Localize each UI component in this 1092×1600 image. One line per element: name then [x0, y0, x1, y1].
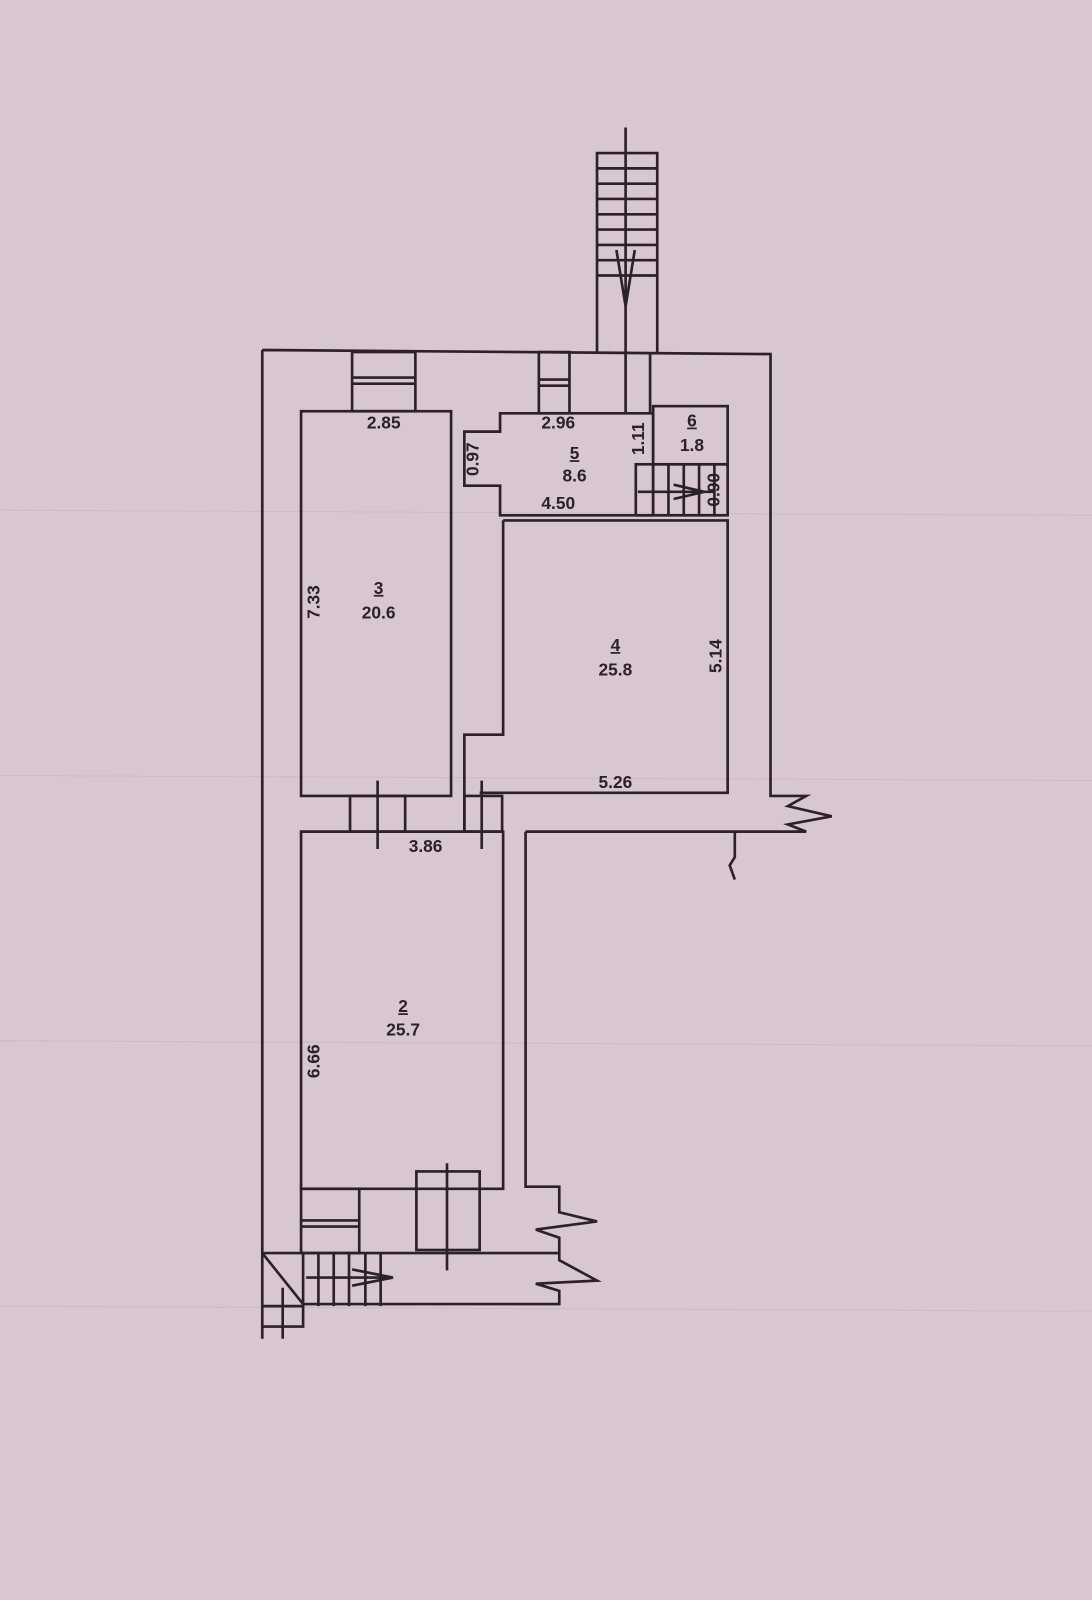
room-5-area: 8.6 [563, 466, 587, 486]
entrance-stair [595, 127, 659, 414]
room-5-niche: 0.97 [463, 442, 483, 476]
room-3-length: 7.33 [303, 585, 323, 619]
windows [299, 350, 571, 1271]
room-2-width: 3.86 [409, 836, 443, 856]
room-3-area: 20.6 [362, 602, 396, 622]
inner-stair [634, 462, 729, 517]
room-5-width: 2.96 [541, 413, 575, 433]
outer-wall [260, 348, 833, 1339]
room-5-number: 5 [570, 443, 580, 463]
bottom-stair [261, 1251, 560, 1339]
room-5-depth: 1.11 [628, 422, 648, 455]
room-6-area: 1.8 [680, 435, 704, 455]
room-2 [299, 830, 505, 1191]
room-4-area: 25.8 [599, 660, 633, 680]
room-4-number: 4 [611, 635, 621, 655]
room-5-length: 4.50 [541, 493, 575, 513]
room-3-width: 2.85 [367, 413, 401, 433]
room-4 [463, 519, 729, 832]
room-3-number: 3 [374, 578, 384, 598]
room-2-area: 25.7 [386, 1020, 420, 1040]
room-2-length: 6.66 [303, 1044, 323, 1078]
room-2-number: 2 [398, 996, 408, 1016]
room-4-length: 5.14 [706, 639, 726, 673]
paper-texture [0, 509, 1092, 1312]
room-6-dim: 0.90 [703, 473, 723, 507]
room-6-number: 6 [687, 411, 697, 431]
room-4-width: 5.26 [599, 772, 633, 792]
